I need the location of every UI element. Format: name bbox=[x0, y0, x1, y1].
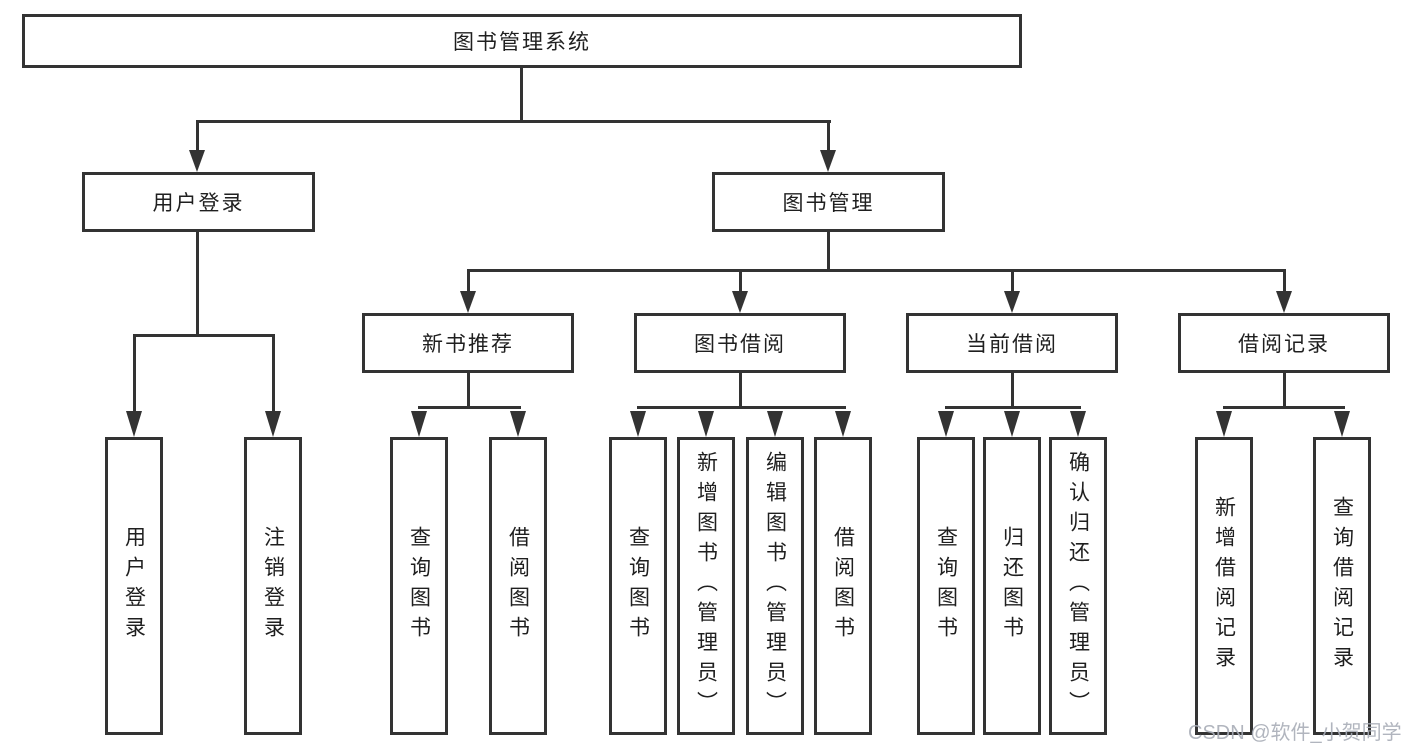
leaf-cb-query-books-label: 查询图书 bbox=[934, 526, 958, 646]
connector-level2-bar bbox=[196, 120, 831, 123]
leaf-br-add-record-label: 新增借阅记录 bbox=[1212, 496, 1236, 676]
leaf-br-query-record-label: 查询借阅记录 bbox=[1330, 496, 1354, 676]
connector-br-bar bbox=[1223, 406, 1345, 409]
connector-stem-book-management bbox=[827, 120, 830, 154]
connector-stem-borrow-records bbox=[1283, 269, 1286, 295]
node-new-book-recommend: 新书推荐 bbox=[362, 313, 574, 373]
node-book-borrow: 图书借阅 bbox=[634, 313, 846, 373]
leaf-bb-borrow-books: 借阅图书 bbox=[814, 437, 872, 735]
node-book-management: 图书管理 bbox=[712, 172, 945, 232]
arrowhead-br-query-record bbox=[1334, 411, 1350, 437]
arrowhead-bb-add-book bbox=[698, 411, 714, 437]
leaf-bb-borrow-books-label: 借阅图书 bbox=[831, 526, 855, 646]
node-new-book-recommend-label: 新书推荐 bbox=[422, 333, 514, 356]
leaf-br-query-record: 查询借阅记录 bbox=[1313, 437, 1371, 735]
connector-br-stub bbox=[1283, 373, 1286, 409]
node-book-borrow-label: 图书借阅 bbox=[694, 333, 786, 356]
arrowhead-borrow-records bbox=[1276, 291, 1292, 313]
connector-level3-bar bbox=[467, 269, 1286, 272]
arrowhead-leaf-logout bbox=[265, 411, 281, 437]
leaf-br-add-record: 新增借阅记录 bbox=[1195, 437, 1253, 735]
node-current-borrow: 当前借阅 bbox=[906, 313, 1118, 373]
arrowhead-bb-edit-book bbox=[767, 411, 783, 437]
connector-stem-user-login bbox=[196, 120, 199, 154]
node-book-management-label: 图书管理 bbox=[782, 192, 875, 215]
connector-stem-current-borrow bbox=[1011, 269, 1014, 295]
leaf-nbr-query-books: 查询图书 bbox=[390, 437, 448, 735]
node-user-login: 用户登录 bbox=[82, 172, 315, 232]
node-current-borrow-label: 当前借阅 bbox=[966, 333, 1058, 356]
arrowhead-current-borrow bbox=[1004, 291, 1020, 313]
connector-stem-new-book-recommend bbox=[467, 269, 470, 295]
connector-nbr-bar bbox=[418, 406, 521, 409]
arrowhead-book-borrow bbox=[732, 291, 748, 313]
connector-stem-book-borrow bbox=[739, 269, 742, 295]
connector-cb-stub bbox=[1011, 373, 1014, 409]
leaf-nbr-query-books-label: 查询图书 bbox=[407, 526, 431, 646]
arrowhead-new-book-recommend bbox=[460, 291, 476, 313]
leaf-cb-confirm-return-admin-label: 确认归还（管理员） bbox=[1066, 451, 1090, 721]
node-user-login-label: 用户登录 bbox=[152, 192, 245, 215]
arrowhead-bb-query-books bbox=[630, 411, 646, 437]
arrowhead-nbr-query-books bbox=[411, 411, 427, 437]
leaf-bb-query-books-label: 查询图书 bbox=[626, 526, 650, 646]
arrowhead-bb-borrow-books bbox=[835, 411, 851, 437]
leaf-cb-query-books: 查询图书 bbox=[917, 437, 975, 735]
connector-user-login-stub bbox=[196, 232, 199, 336]
connector-user-login-bar bbox=[133, 334, 275, 337]
leaf-nbr-borrow-books: 借阅图书 bbox=[489, 437, 547, 735]
connector-bb-stub bbox=[739, 373, 742, 409]
leaf-cb-return-books: 归还图书 bbox=[983, 437, 1041, 735]
arrowhead-cb-query-books bbox=[938, 411, 954, 437]
node-borrow-records-label: 借阅记录 bbox=[1238, 333, 1330, 356]
leaf-logout-label: 注销登录 bbox=[261, 526, 285, 646]
node-root-label: 图书管理系统 bbox=[453, 31, 591, 54]
leaf-bb-edit-book-admin-label: 编辑图书（管理员） bbox=[763, 451, 787, 721]
arrowhead-cb-confirm-return bbox=[1070, 411, 1086, 437]
leaf-user-login: 用户登录 bbox=[105, 437, 163, 735]
leaf-logout: 注销登录 bbox=[244, 437, 302, 735]
connector-root-stub bbox=[520, 66, 523, 122]
node-borrow-records: 借阅记录 bbox=[1178, 313, 1390, 373]
leaf-user-login-label: 用户登录 bbox=[122, 526, 146, 646]
leaf-nbr-borrow-books-label: 借阅图书 bbox=[506, 526, 530, 646]
leaf-bb-add-book-admin-label: 新增图书（管理员） bbox=[694, 451, 718, 721]
leaf-cb-confirm-return-admin: 确认归还（管理员） bbox=[1049, 437, 1107, 735]
arrowhead-leaf-user-login bbox=[126, 411, 142, 437]
connector-stem-leaf-logout bbox=[272, 334, 275, 416]
connector-cb-bar bbox=[945, 406, 1081, 409]
csdn-watermark: CSDN @软件_小贺同学 bbox=[1188, 722, 1402, 744]
leaf-bb-edit-book-admin: 编辑图书（管理员） bbox=[746, 437, 804, 735]
arrowhead-cb-return-books bbox=[1004, 411, 1020, 437]
connector-book-management-stub bbox=[827, 232, 830, 272]
arrowhead-br-add-record bbox=[1216, 411, 1232, 437]
arrowhead-book-management bbox=[820, 150, 836, 172]
arrowhead-nbr-borrow-books bbox=[510, 411, 526, 437]
leaf-cb-return-books-label: 归还图书 bbox=[1000, 526, 1024, 646]
leaf-bb-query-books: 查询图书 bbox=[609, 437, 667, 735]
connector-stem-leaf-user-login bbox=[133, 334, 136, 416]
connector-nbr-stub bbox=[467, 373, 470, 409]
connector-bb-bar bbox=[637, 406, 846, 409]
leaf-bb-add-book-admin: 新增图书（管理员） bbox=[677, 437, 735, 735]
node-root: 图书管理系统 bbox=[22, 14, 1022, 68]
arrowhead-user-login bbox=[189, 150, 205, 172]
